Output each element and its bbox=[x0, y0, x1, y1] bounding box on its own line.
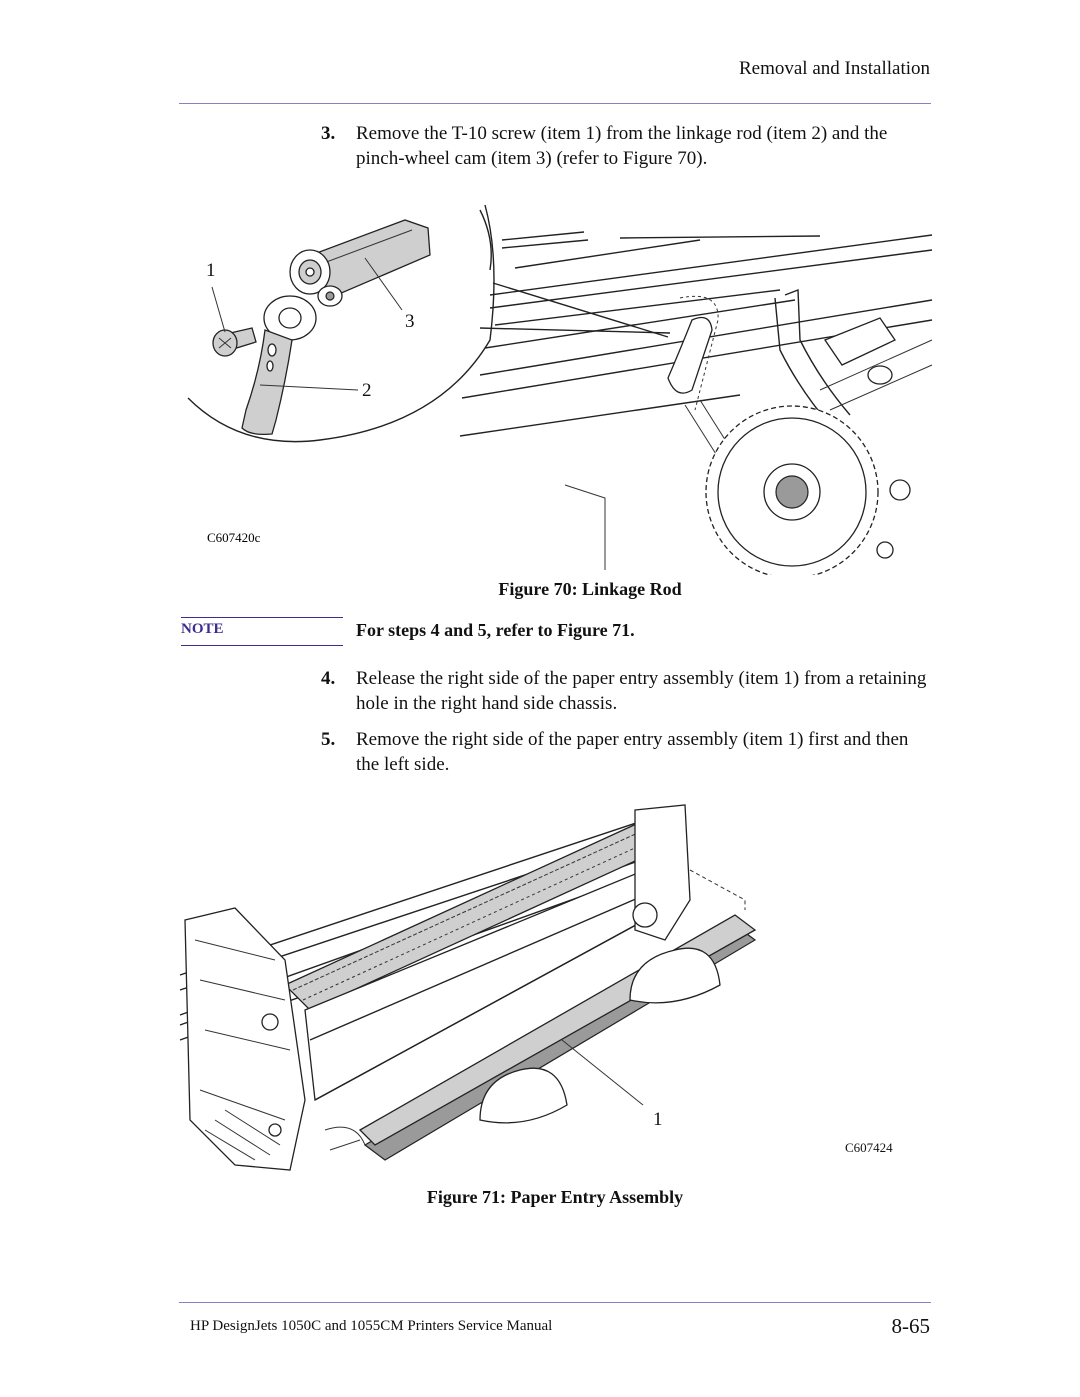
callout-1: 1 bbox=[206, 260, 216, 281]
header-rule bbox=[179, 103, 931, 104]
note-text: For steps 4 and 5, refer to Figure 71. bbox=[356, 620, 635, 640]
step-3: 3. Remove the T-10 screw (item 1) from t… bbox=[321, 121, 941, 173]
note-rule-bottom bbox=[181, 645, 343, 646]
step-number: 4. bbox=[321, 668, 336, 689]
t10-screw bbox=[212, 327, 257, 357]
running-header: Removal and Installation bbox=[738, 58, 930, 79]
step-number: 3. bbox=[321, 123, 336, 144]
linkage-rod bbox=[241, 295, 317, 436]
figure-70-id: C607420c bbox=[207, 530, 261, 545]
page-number: 8-65 bbox=[891, 1314, 931, 1338]
callout-1: 1 bbox=[653, 1109, 663, 1130]
step-number: 5. bbox=[321, 729, 336, 750]
right-chassis bbox=[632, 804, 746, 941]
figure-70-caption: Figure 70: Linkage Rod bbox=[498, 579, 682, 599]
pinch-wheel-cam bbox=[289, 219, 431, 307]
note-label: NOTE bbox=[181, 621, 224, 637]
figure-70-illustration: 1 3 2 C607420c bbox=[187, 204, 933, 575]
figure-71-caption: Figure 71: Paper Entry Assembly bbox=[426, 1187, 684, 1207]
step-5: 5. Remove the right side of the paper en… bbox=[321, 727, 941, 779]
footer-rule bbox=[179, 1302, 931, 1303]
footer-text: HP DesignJets 1050C and 1055CM Printers … bbox=[190, 1318, 553, 1334]
paper-entry-assembly bbox=[324, 914, 757, 1161]
left-chassis bbox=[184, 907, 306, 1171]
callout-2: 2 bbox=[362, 380, 372, 401]
step-text: Remove the right side of the paper entry… bbox=[356, 729, 909, 775]
step-text: Remove the T-10 screw (item 1) from the … bbox=[356, 123, 888, 169]
step-text: Release the right side of the paper entr… bbox=[356, 668, 927, 714]
figure-71-illustration: 1 C607424 bbox=[179, 804, 893, 1171]
step-4: 4. Release the right side of the paper e… bbox=[321, 666, 941, 718]
figure-71-id: C607424 bbox=[845, 1140, 893, 1155]
note-rule-top bbox=[181, 617, 343, 618]
gear bbox=[705, 405, 879, 575]
callout-3: 3 bbox=[405, 311, 415, 332]
